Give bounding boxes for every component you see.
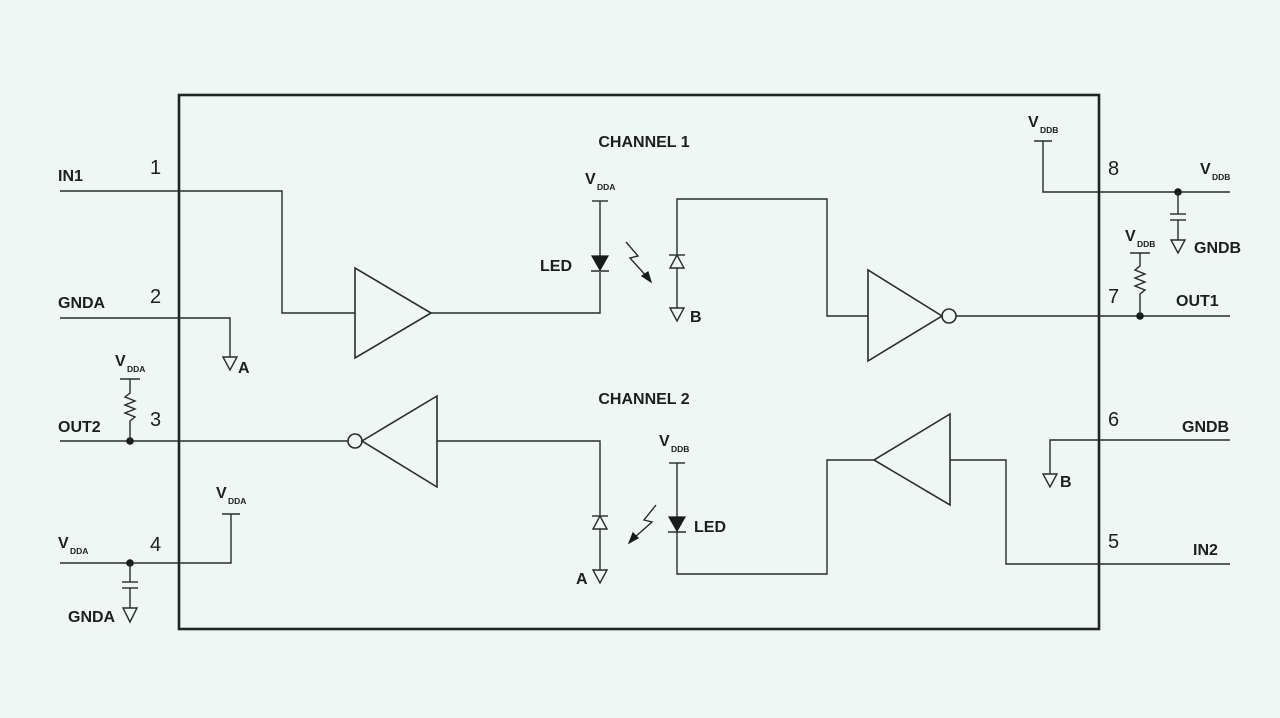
resistor-out2 bbox=[123, 379, 137, 441]
label-vdda-pin4: V bbox=[58, 535, 69, 552]
inverter-ch2-bubble bbox=[347, 433, 363, 449]
label-vdda-internal-sub: DDA bbox=[228, 496, 246, 506]
buffer-ch2 bbox=[872, 412, 951, 507]
pin-6: 6 bbox=[1108, 409, 1119, 431]
wire-in1-internal bbox=[179, 190, 355, 314]
label-vddb-out1-sub: DDB bbox=[1137, 239, 1155, 249]
gnd-a-ch2-icon bbox=[591, 569, 609, 585]
label-vddb-pin8-sub: DDB bbox=[1212, 172, 1230, 182]
wire-pd1-top bbox=[676, 198, 868, 317]
label-gndb-pin6: GNDB bbox=[1182, 419, 1229, 436]
label-led2: LED bbox=[694, 519, 726, 536]
label-vddb-internal: V bbox=[1028, 114, 1039, 131]
inverter-ch2 bbox=[360, 394, 438, 489]
inverter-ch1 bbox=[867, 268, 944, 363]
label-vddb-led2: V bbox=[659, 433, 670, 450]
led1-icon bbox=[590, 255, 610, 272]
label-b-ch1: B bbox=[690, 309, 702, 326]
resistor-out1 bbox=[1133, 253, 1147, 316]
label-vdda-out2: V bbox=[115, 353, 126, 370]
gnda-ground-icon bbox=[121, 607, 139, 624]
wire-gndb-internal bbox=[1049, 439, 1099, 474]
package-outline bbox=[177, 93, 1101, 631]
channel-1-title: CHANNEL 1 bbox=[598, 134, 689, 151]
wire-in2-internal bbox=[950, 459, 1099, 565]
gnd-a-internal-icon bbox=[221, 356, 239, 372]
photodiode-ch1-icon bbox=[668, 253, 686, 269]
pin-2: 2 bbox=[150, 286, 161, 308]
label-vddb-out1: V bbox=[1125, 228, 1136, 245]
label-in2: IN2 bbox=[1193, 542, 1218, 559]
light-arrow-ch2-head bbox=[627, 531, 639, 545]
label-b-gndb: B bbox=[1060, 474, 1072, 491]
label-gndb-cap: GNDB bbox=[1194, 240, 1241, 257]
wire-vdda-internal bbox=[179, 514, 232, 564]
light-arrow-ch1-head bbox=[640, 271, 653, 284]
pin-5: 5 bbox=[1108, 531, 1119, 553]
wire-gnda-internal bbox=[179, 317, 231, 357]
pin-3: 3 bbox=[150, 409, 161, 431]
gndb-ground-icon bbox=[1169, 239, 1187, 255]
light-arrow-ch2-icon bbox=[633, 504, 657, 539]
buffer-ch1 bbox=[354, 266, 433, 360]
pin-4: 4 bbox=[150, 534, 161, 556]
label-vdda-pin4-sub: DDA bbox=[70, 546, 88, 556]
label-vdda-internal: V bbox=[216, 485, 227, 502]
inverter-ch1-bubble bbox=[941, 308, 957, 324]
channel-2-title: CHANNEL 2 bbox=[598, 391, 689, 408]
label-gnda-pin2: GNDA bbox=[58, 295, 106, 312]
wire-buffer-to-led1 bbox=[431, 272, 601, 314]
label-vddb-led2-sub: DDB bbox=[671, 444, 689, 454]
label-a-gnda: A bbox=[238, 360, 250, 377]
wire-vddb-internal bbox=[1042, 141, 1099, 193]
wire-pd2-top bbox=[437, 440, 601, 515]
label-in1: IN1 bbox=[58, 168, 83, 185]
label-led1: LED bbox=[540, 258, 572, 275]
label-out2: OUT2 bbox=[58, 419, 101, 436]
light-arrow-ch1-icon bbox=[625, 241, 649, 279]
gnd-b-ch1-icon bbox=[668, 307, 686, 323]
label-vddb-pin8: V bbox=[1200, 161, 1211, 178]
label-vdda-led1-sub: DDA bbox=[597, 182, 615, 192]
label-a-ch2: A bbox=[576, 571, 588, 588]
pin-8: 8 bbox=[1108, 158, 1119, 180]
led2-icon bbox=[667, 516, 687, 533]
wire-buffer-to-led2 bbox=[676, 459, 874, 575]
label-out1: OUT1 bbox=[1176, 293, 1219, 310]
label-vddb-internal-sub: DDB bbox=[1040, 125, 1058, 135]
label-vdda-led1: V bbox=[585, 171, 596, 188]
label-vdda-out2-sub: DDA bbox=[127, 364, 145, 374]
pin-1: 1 bbox=[150, 157, 161, 179]
photodiode-ch2-icon bbox=[591, 514, 609, 530]
gnd-b-internal-icon bbox=[1041, 473, 1059, 489]
label-gnda-cap: GNDA bbox=[68, 609, 116, 626]
pin-7: 7 bbox=[1108, 286, 1119, 308]
